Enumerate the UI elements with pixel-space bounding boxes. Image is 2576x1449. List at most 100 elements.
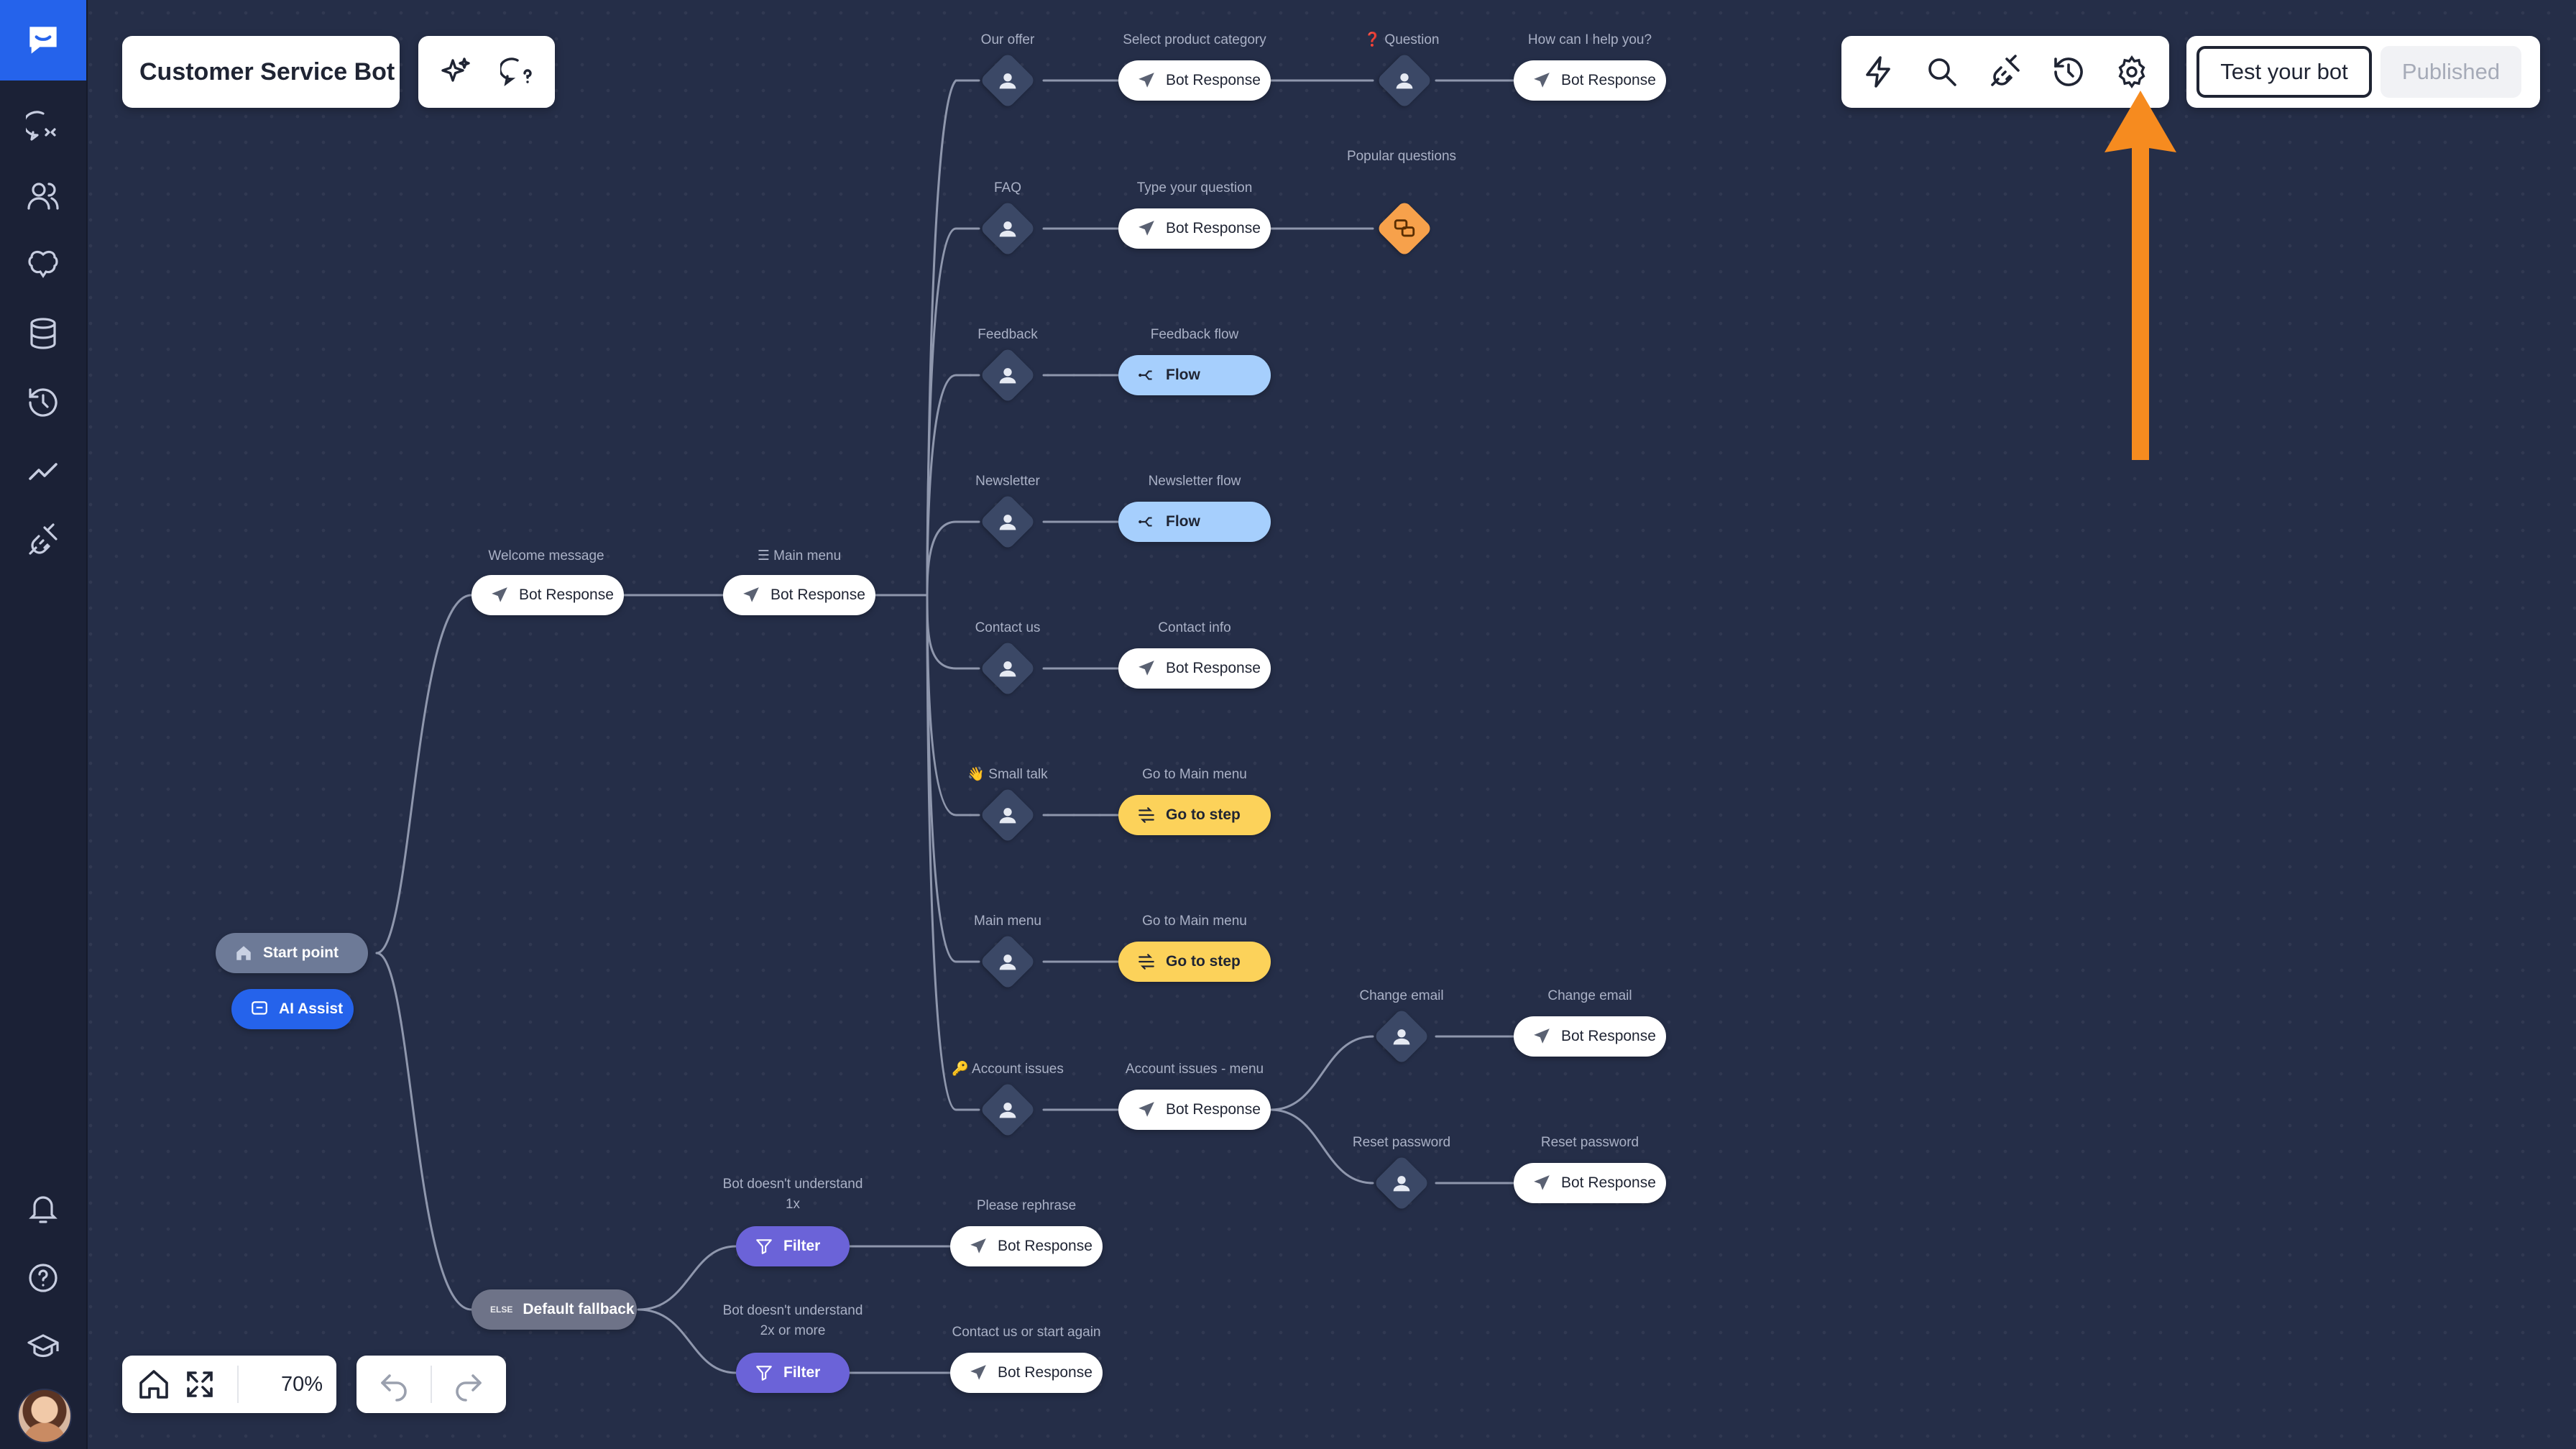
main-menu-label: ☰ Main menu <box>757 548 842 564</box>
branch-node-label: Type your question <box>1136 180 1253 196</box>
node-label: Start point <box>263 944 339 961</box>
branch-label: Newsletter <box>975 474 1040 489</box>
chatbot-logo-icon[interactable] <box>0 0 86 80</box>
node-label: Filter <box>783 1238 821 1254</box>
help-bot-response[interactable]: Bot Response <box>1514 60 1666 101</box>
branch-label: Feedback <box>978 327 1038 342</box>
graduation-cap-icon[interactable] <box>20 1324 66 1370</box>
avatar[interactable] <box>17 1389 72 1443</box>
lightning-icon[interactable] <box>1853 46 1905 98</box>
main-menu-label-text: Main menu <box>773 548 842 564</box>
analytics-icon[interactable] <box>20 448 66 494</box>
flow-icon <box>1138 370 1152 380</box>
ai-tools-card <box>418 36 555 108</box>
fit-screen-icon[interactable] <box>174 1358 226 1410</box>
send-icon <box>1138 221 1154 236</box>
undo-icon[interactable] <box>368 1358 420 1410</box>
branch-node[interactable]: Go to step <box>1118 795 1271 835</box>
branch-node[interactable]: Bot Response <box>1118 60 1271 101</box>
welcome-label: Welcome message <box>488 548 604 564</box>
user-intent-icon <box>979 493 1036 551</box>
branch-node-label: Go to Main menu <box>1142 767 1247 782</box>
user-intent-icon <box>1373 1154 1430 1212</box>
node-label: Bot Response <box>519 586 614 603</box>
node-label: Bot Response <box>770 586 865 603</box>
node-label: Bot Response <box>998 1238 1092 1254</box>
chat-bubble-icon[interactable] <box>20 104 66 150</box>
branch-node[interactable]: Bot Response <box>1118 208 1271 249</box>
node-label: Flow <box>1166 367 1200 383</box>
bot-title-card[interactable]: Customer Service Bot <box>122 36 400 108</box>
search-icon[interactable] <box>1916 46 1968 98</box>
start-point-node[interactable]: Start point <box>216 933 368 973</box>
send-icon <box>1138 661 1154 676</box>
node-label: Go to step <box>1166 953 1241 970</box>
branch-node[interactable]: Bot Response <box>1118 648 1271 689</box>
gear-icon[interactable] <box>2106 46 2158 98</box>
divider <box>431 1366 432 1403</box>
toolbar-card <box>1841 36 2169 108</box>
node-label: Bot Response <box>1166 72 1261 88</box>
welcome-bot-response[interactable]: Bot Response <box>472 575 624 615</box>
branch-node[interactable]: Flow <box>1118 355 1271 395</box>
fallback-bot-response[interactable]: Bot Response <box>950 1353 1103 1393</box>
divider <box>237 1366 239 1403</box>
plug-icon[interactable] <box>1979 46 2031 98</box>
account-sub-label: Change email <box>1359 988 1444 1003</box>
filter-icon <box>756 1366 772 1381</box>
users-icon[interactable] <box>20 172 66 218</box>
plug-icon[interactable] <box>20 518 66 564</box>
database-icon[interactable] <box>20 310 66 356</box>
published-button[interactable]: Published <box>2380 46 2521 98</box>
user-intent-icon <box>979 1081 1036 1138</box>
branch-label: FAQ <box>993 180 1021 196</box>
help-icon[interactable] <box>20 1255 66 1301</box>
send-icon <box>1534 1029 1550 1044</box>
filter-node[interactable]: Filter <box>736 1226 850 1266</box>
account-sub-bot-response[interactable]: Bot Response <box>1514 1163 1666 1203</box>
node-label: Bot Response <box>1561 1028 1656 1044</box>
fallback-branch-label: Bot doesn't understand 1x <box>722 1177 863 1212</box>
history-icon[interactable] <box>2043 46 2094 98</box>
branch-node[interactable]: Bot Response <box>1118 1090 1271 1130</box>
node-label: Bot Response <box>1166 220 1261 236</box>
branch-label: 👋 Small talk <box>967 767 1048 782</box>
redo-icon[interactable] <box>443 1358 494 1410</box>
user-intent-icon <box>1373 1008 1430 1065</box>
go-to-step-icon <box>1138 807 1154 823</box>
filter-node[interactable]: Filter <box>736 1353 850 1393</box>
node-label: AI Assist <box>279 1000 344 1017</box>
branch-node[interactable]: Go to step <box>1118 942 1271 982</box>
branch-node-label: Account issues - menu <box>1125 1062 1264 1077</box>
send-icon <box>1534 1175 1550 1190</box>
user-intent-icon <box>979 200 1036 257</box>
brain-icon[interactable] <box>20 242 66 288</box>
publish-card: Test your bot Published <box>2186 36 2540 108</box>
branch-node-label: Go to Main menu <box>1142 914 1247 929</box>
home-icon[interactable] <box>128 1358 180 1410</box>
node-label: Bot Response <box>1561 1174 1656 1191</box>
chat-question-icon[interactable] <box>492 46 543 98</box>
main-menu-bot-response[interactable]: Bot Response <box>723 575 875 615</box>
default-fallback-node[interactable]: ELSE Default fallback <box>472 1289 637 1330</box>
branch-node[interactable]: Flow <box>1118 502 1271 542</box>
undo-redo-controls <box>356 1356 506 1413</box>
popular-questions-label: Popular questions <box>1346 149 1457 164</box>
send-icon <box>1138 73 1154 88</box>
history-icon[interactable] <box>20 380 66 426</box>
chat-bubbles-icon <box>1376 200 1433 257</box>
user-intent-icon <box>979 346 1036 404</box>
fallback-bot-response[interactable]: Bot Response <box>950 1226 1103 1266</box>
help-label: How can I help you? <box>1527 32 1652 47</box>
ai-assist-node[interactable]: AI Assist <box>231 989 354 1029</box>
zoom-controls: 70% <box>122 1356 336 1413</box>
account-sub-bot-response[interactable]: Bot Response <box>1514 1016 1666 1057</box>
sparkles-icon[interactable] <box>430 46 482 98</box>
bell-icon[interactable] <box>20 1186 66 1232</box>
zoom-level[interactable]: 70% <box>280 1373 323 1396</box>
branch-label: Main menu <box>974 914 1041 929</box>
fallback-next-label: Contact us or start again <box>952 1325 1101 1340</box>
test-your-bot-button[interactable]: Test your bot <box>2196 46 2372 98</box>
branch-node-label: Feedback flow <box>1150 327 1239 342</box>
